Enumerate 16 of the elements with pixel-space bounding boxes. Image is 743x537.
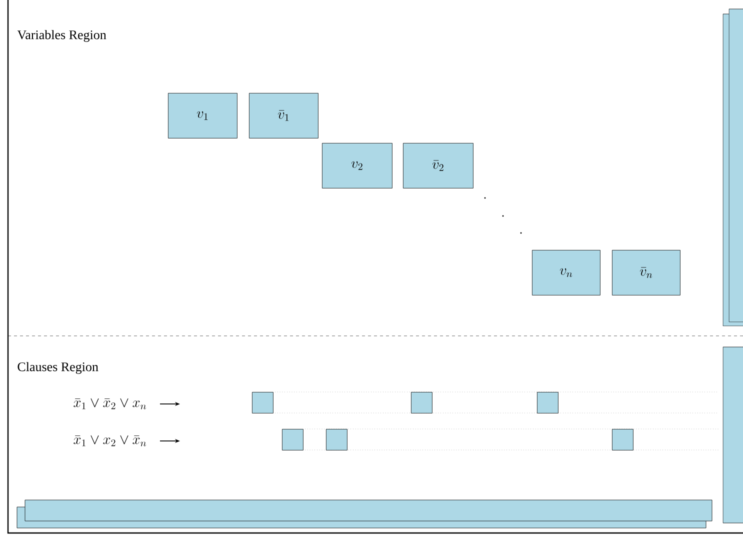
variable-box: $v_2$ (322, 143, 392, 188)
clause-square (252, 392, 274, 414)
clause-formula: $\bar{x}_1 \vee \bar{x}_2 \vee x_n$ (74, 398, 146, 410)
variable-box: $\bar{v}_1$ (249, 93, 318, 138)
region-label: Clauses Region (18, 362, 98, 374)
clause-square (411, 392, 432, 414)
clause-square (326, 428, 348, 450)
region-label: Variables Region (17, 30, 106, 42)
variable-box: $v_n$ (532, 250, 600, 296)
variable-box: $v_1$ (168, 93, 238, 138)
clause-square (537, 392, 558, 414)
variable-box: $\bar{v}_n$ (612, 250, 680, 296)
clause-formula: $\bar{x}_1 \vee x_2 \vee \bar{x}_n$ (74, 435, 146, 446)
clause-square (612, 428, 634, 450)
clause-square (282, 428, 304, 450)
variable-box: $\bar{v}_2$ (403, 143, 474, 188)
